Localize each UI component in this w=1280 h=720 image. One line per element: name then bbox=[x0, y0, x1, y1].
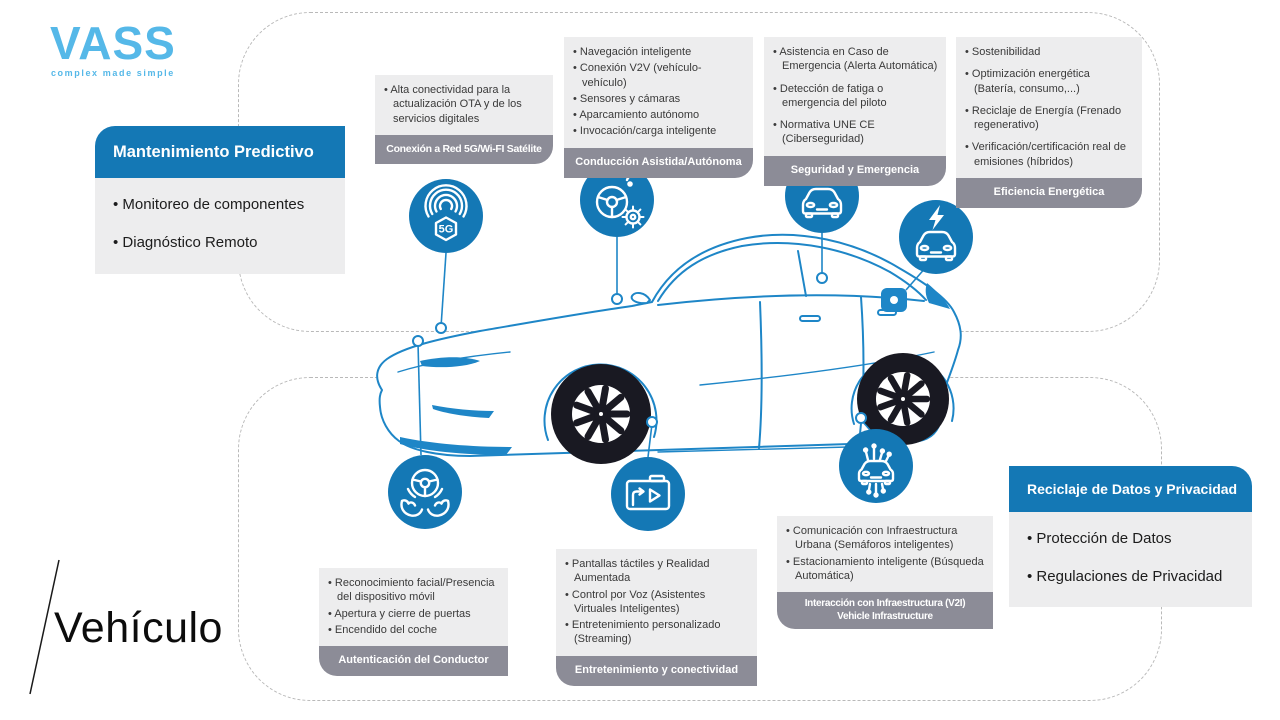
title-slash bbox=[29, 559, 60, 695]
energy-circle bbox=[899, 200, 973, 274]
panel-item: Protección de Datos bbox=[1027, 530, 1234, 549]
feature-item: Normativa UNE CE (Ciberseguridad) bbox=[773, 118, 938, 147]
feature-conexion-5g: Alta conectividad para la actualización … bbox=[375, 75, 553, 165]
v2i-circle bbox=[839, 429, 913, 503]
feature-item: Detección de fatiga o emergencia del pil… bbox=[773, 82, 938, 111]
bumper-accent bbox=[400, 437, 512, 455]
feature-item: Aparcamiento autónomo bbox=[573, 108, 745, 122]
feature-label: Seguridad y Emergencia bbox=[764, 155, 946, 186]
feature-item: Sensores y cámaras bbox=[573, 92, 745, 106]
panel-title: Mantenimiento Predictivo bbox=[95, 126, 345, 178]
5g-antenna-icon: 5G bbox=[424, 184, 468, 242]
feature-entretenimiento-conectividad: Pantallas táctiles y Realidad Aumentada … bbox=[556, 549, 757, 686]
5g-connectivity-circle: 5G bbox=[409, 179, 483, 253]
vass-logo-tagline: complex made simple bbox=[50, 68, 175, 78]
feature-label: Conexión a Red 5G/Wi-FI Satélite bbox=[375, 134, 553, 165]
panel-item: Diagnóstico Remoto bbox=[113, 234, 327, 253]
feature-seguridad-emergencia: Asistencia en Caso de Emergencia (Alerta… bbox=[764, 37, 946, 186]
infotainment-screen-icon bbox=[625, 474, 671, 511]
feature-label: Interacción con Infraestructura (V2I) Ve… bbox=[777, 592, 993, 630]
feature-item: Invocación/carga inteligente bbox=[573, 124, 745, 138]
feature-item: Reconocimiento facial/Presencia del disp… bbox=[328, 576, 500, 605]
feature-item: Asistencia en Caso de Emergencia (Alerta… bbox=[773, 45, 938, 74]
driver-authentication-circle bbox=[388, 455, 462, 529]
headlight bbox=[420, 357, 480, 368]
panel-title: Reciclaje de Datos y Privacidad bbox=[1009, 466, 1252, 512]
feature-interaccion-infraestructura: Comunicación con Infraestructura Urbana … bbox=[777, 516, 993, 630]
car-lightning-icon bbox=[915, 205, 957, 262]
feature-item: Pantallas táctiles y Realidad Aumentada bbox=[565, 557, 749, 586]
feature-item: Comunicación con Infraestructura Urbana … bbox=[786, 524, 985, 553]
connector-nodes bbox=[412, 272, 867, 428]
car-body bbox=[376, 233, 962, 457]
feature-item: Estacionamiento inteligente (Búsqueda Au… bbox=[786, 555, 985, 584]
panel-item: Regulaciones de Privacidad bbox=[1027, 568, 1234, 587]
vass-logo-text: VASS bbox=[50, 17, 176, 69]
feature-label: Autenticación del Conductor bbox=[319, 646, 508, 676]
feature-label: Conducción Asistida/Autónoma bbox=[564, 147, 753, 178]
feature-item: Verificación/certificación real de emisi… bbox=[965, 140, 1134, 169]
feature-item: Alta conectividad para la actualización … bbox=[384, 83, 545, 126]
feature-item: Entretenimiento personalizado (Streaming… bbox=[565, 618, 749, 647]
feature-item: Apertura y cierre de puertas bbox=[328, 607, 500, 621]
car-connectivity-icon bbox=[857, 443, 895, 498]
feature-item: Encendido del coche bbox=[328, 623, 500, 637]
infotainment-circle bbox=[611, 457, 685, 531]
feature-autenticacion-conductor: Reconocimiento facial/Presencia del disp… bbox=[319, 568, 508, 676]
feature-eficiencia-energetica: Sostenibilidad Optimización energética (… bbox=[956, 37, 1142, 208]
feature-item: Control por Voz (Asistentes Virtuales In… bbox=[565, 588, 749, 617]
feature-item: Optimización energética (Batería, consum… bbox=[965, 67, 1134, 96]
feature-label: Eficiencia Energética bbox=[956, 178, 1142, 208]
panel-reciclaje-datos-privacidad: Reciclaje de Datos y Privacidad Protecci… bbox=[1009, 466, 1252, 607]
front-wheel bbox=[551, 364, 651, 464]
vass-logo: VASS complex made simple bbox=[50, 20, 176, 78]
hands-steering-wheel-icon bbox=[400, 468, 450, 517]
page-title: Vehículo bbox=[54, 604, 223, 652]
rear-quarter-glass bbox=[925, 283, 950, 309]
rear-wheel bbox=[857, 353, 949, 445]
feature-item: Reciclaje de Energía (Frenado regenerati… bbox=[965, 104, 1134, 133]
svg-text:5G: 5G bbox=[439, 224, 454, 236]
feature-label: Entretenimiento y conectividad bbox=[556, 655, 757, 686]
feature-item: Navegación inteligente bbox=[573, 45, 745, 59]
feature-item: Conexión V2V (vehículo-vehículo) bbox=[573, 61, 745, 90]
feature-item: Sostenibilidad bbox=[965, 45, 1134, 59]
feature-conduccion-asistida: Navegación inteligente Conexión V2V (veh… bbox=[564, 37, 753, 178]
panel-mantenimiento-predictivo: Mantenimiento Predictivo Monitoreo de co… bbox=[95, 126, 345, 274]
panel-item: Monitoreo de componentes bbox=[113, 196, 327, 215]
